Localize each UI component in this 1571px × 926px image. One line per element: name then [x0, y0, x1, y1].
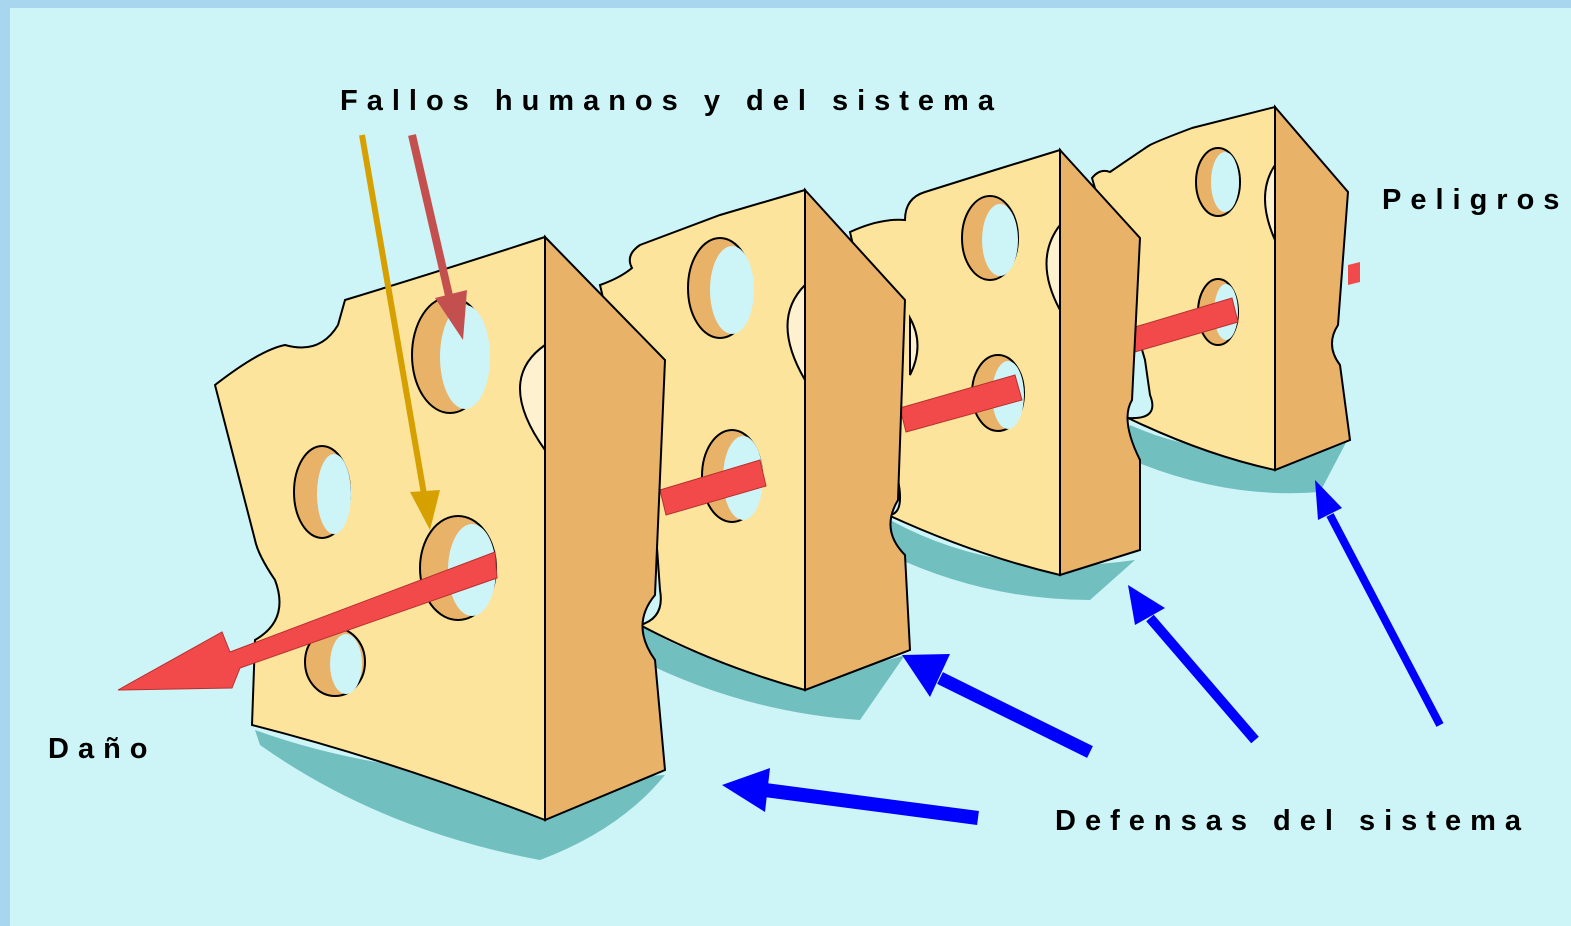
cheese-slice-1 [215, 237, 665, 860]
harm-label: Daño [48, 733, 157, 766]
defense-arrow-2 [902, 654, 1090, 752]
defense-arrow-3 [1128, 585, 1255, 740]
defense-arrow-4 [1315, 480, 1440, 725]
hazard-rod-segment-right [1348, 262, 1360, 285]
hazards-label: Peligros [1382, 172, 1552, 229]
human-system-failures-label: Fallos humanos y del sistema [340, 85, 1003, 118]
system-defenses-label: Defensas del sistema [1055, 805, 1530, 838]
defense-arrow-1 [722, 768, 978, 818]
